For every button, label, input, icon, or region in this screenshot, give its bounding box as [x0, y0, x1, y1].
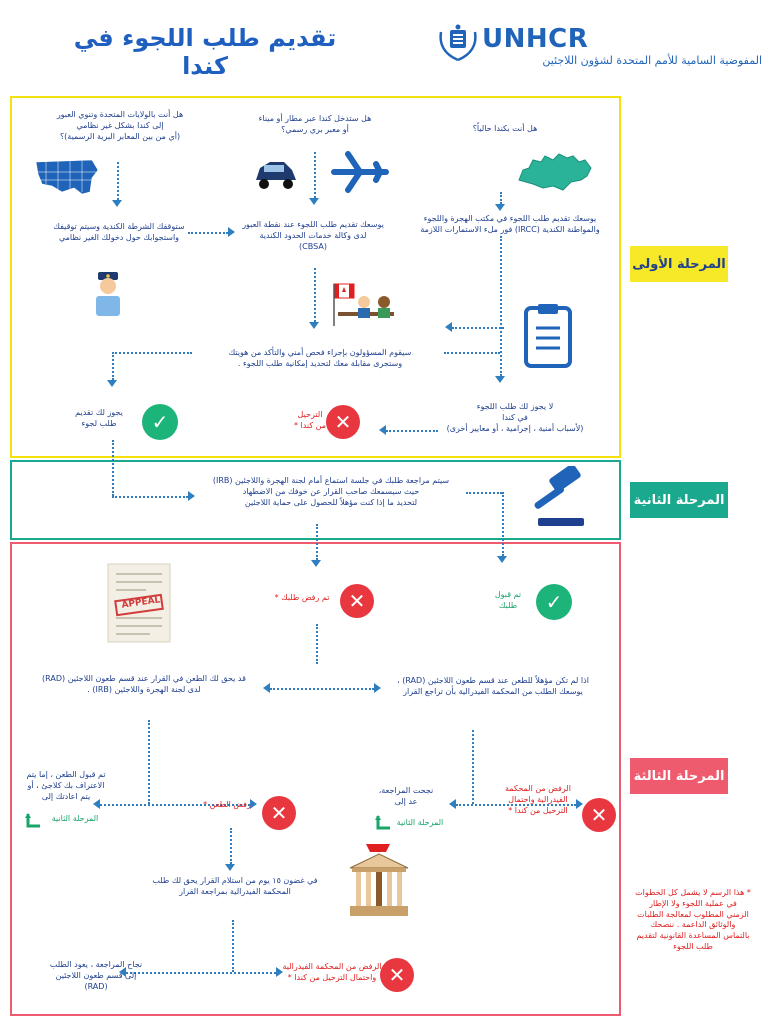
fc-reject-final-step: الرفض من المحكمة الفيدرالية واحتمال التر…	[282, 962, 382, 982]
logo-subtitle: المفوضية السامية للأمم المتحدة لشؤون الل…	[542, 54, 762, 67]
logo-text: UNHCR	[482, 24, 589, 54]
irb-hearing-step: سيتم مراجعة طلبك في جلسة استماع أمام لجن…	[212, 476, 450, 507]
cbsa-step: يوسعك تقديم طلب اللجوء عند نقطة العبور ل…	[242, 220, 384, 251]
fc-reject-x-icon: ✕	[582, 798, 616, 832]
us-map-icon	[35, 159, 99, 195]
clipboard-icon	[524, 304, 572, 368]
return-arrow-icon	[25, 813, 40, 828]
question-port-of-entry: هل ستدخل كندا عبر مطار أو ميناء أو معبر …	[258, 114, 372, 134]
airplane-icon	[331, 151, 389, 193]
security-check-step: سيقوم المسؤولون بإجراء فحص أمني والتأكد …	[228, 348, 412, 368]
rejected-label: تم رفض طلبك *	[274, 593, 330, 602]
car-icon	[256, 162, 296, 189]
gavel-icon	[534, 466, 584, 526]
stage1-box	[10, 96, 621, 458]
question-irregular-crossing: هل أنت بالولايات المتحدة وتنوي العبور إل…	[56, 110, 184, 141]
stage1-tab: المرحلة الأولى	[630, 246, 728, 282]
police-officer-icon	[96, 272, 120, 316]
appeal-rejected-label: رفض الطعن *	[203, 800, 251, 809]
stage2-tab: المرحلة الثانية	[630, 482, 728, 518]
fc-reject-final-x-icon: ✕	[380, 958, 414, 992]
canada-map-icon	[518, 153, 592, 191]
stage3-box	[10, 542, 621, 1016]
review-success-step: نجحت المراجعة، عد إلى	[378, 786, 434, 806]
courthouse-icon	[349, 844, 409, 916]
return-stage2-label-b: المرحلة الثانية	[396, 818, 444, 827]
police-step: ستوقفك الشرطة الكندية وسيتم توقيفك واستج…	[53, 222, 185, 242]
not-eligible-step: لا يجوز لك طلب اللجوء في كندا (لأسباب أم…	[446, 402, 584, 433]
fc-reject-deport-step: الرفض من المحكمة الفيدرالية واحتمال التر…	[505, 784, 571, 815]
may-claim-label: يجوز لك تقديم طلب لجوء	[75, 408, 123, 428]
accepted-check-icon: ✓	[536, 584, 572, 620]
footnote: * هذا الرسم لا يشمل كل الخطوات في عملية …	[635, 888, 751, 951]
may-claim-check-icon: ✓	[142, 404, 178, 440]
appeal-rejected-x-icon: ✕	[262, 796, 296, 830]
deport-x-icon: ✕	[326, 405, 360, 439]
unhcr-logo-icon	[439, 24, 477, 62]
appeal-accepted-step: تم قبول الطعن ، إما يتم الاعتراف بك كلاج…	[26, 770, 106, 801]
not-eligible-rad-step: اذا لم تكن مؤهلاً للطعن عند قسم طعون الل…	[397, 676, 589, 696]
interview-icon	[333, 283, 394, 326]
fc-15-days-step: في غضون ١٥ يوم من استلام القرار يحق لك ط…	[152, 876, 318, 896]
return-arrow-icon	[375, 815, 390, 830]
accepted-label: تم قبول طلبك	[494, 590, 522, 610]
rad-appeal-step: قد يحق لك الطعن في القرار عند قسم طعون ا…	[42, 674, 246, 694]
appeal-document-icon	[107, 563, 171, 643]
page-title: تقديم طلب اللجوء في كندا	[73, 24, 337, 80]
review-success-rad-step: نجاح المراجعة ، يعود الطلب إلى قسم طعون …	[49, 960, 143, 991]
ircc-step: يوسعك تقديم طلب اللجوء في مكتب الهجرة وا…	[420, 214, 600, 234]
stage3-tab: المرحلة الثالثة	[630, 758, 728, 794]
question-in-canada: هل أنت بكندا حالياً؟	[472, 124, 538, 133]
stage2-box	[10, 460, 621, 540]
rejected-x-icon: ✕	[340, 584, 374, 618]
return-stage2-label-a: المرحلة الثانية	[51, 814, 99, 823]
deport-label: الترحيل من كندا *	[293, 410, 327, 430]
